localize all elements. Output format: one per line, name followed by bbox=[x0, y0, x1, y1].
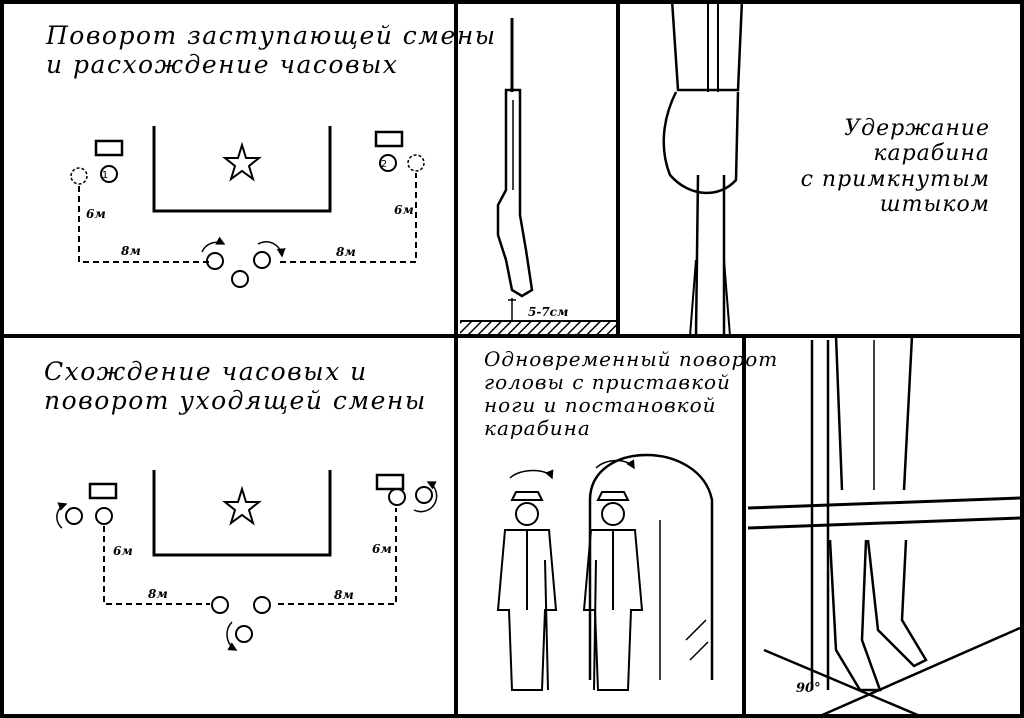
caption-line: Одновременный поворот bbox=[484, 347, 779, 371]
rifle-stock bbox=[694, 174, 700, 337]
caption-line: ноги и постановкой bbox=[484, 393, 717, 417]
sentry-1 bbox=[65, 507, 83, 525]
dist-side-left: 6м bbox=[113, 544, 133, 558]
caption-line: с примкнутым bbox=[800, 166, 990, 192]
post-number-1: 1 bbox=[102, 170, 108, 181]
dist-side-left: 6м bbox=[86, 207, 106, 221]
panel-3-hand bbox=[662, 0, 744, 337]
dist-bottom-right: 8м bbox=[336, 245, 356, 259]
star-icon bbox=[222, 141, 262, 182]
dist-side-right: 6м bbox=[394, 203, 414, 217]
relief-sentry-1 bbox=[95, 507, 113, 525]
panel-5-caption: Одновременный поворот головы с приставко… bbox=[484, 348, 778, 440]
panel-4-diagram: 6м 6м 8м 8м bbox=[56, 470, 438, 651]
panel-1-caption: Поворот заступающей смены и расхождение … bbox=[46, 21, 497, 80]
caption-line: головы с приставкой bbox=[484, 370, 731, 394]
relief-sentry-1 bbox=[206, 252, 224, 270]
relief-sentry-2 bbox=[253, 251, 271, 269]
sentry-2-old-position bbox=[407, 154, 425, 172]
dist-bottom-left: 8м bbox=[121, 244, 141, 258]
caption-line: карабина bbox=[484, 416, 591, 440]
sentry-booth-right bbox=[374, 130, 404, 148]
route-path bbox=[78, 173, 417, 263]
caption-line: Схождение часовых и bbox=[44, 357, 368, 386]
returning-sentry-1 bbox=[211, 596, 229, 614]
sentry-booth bbox=[588, 453, 714, 680]
panel-4-caption: Схождение часовых и поворот уходящей сме… bbox=[44, 357, 427, 416]
head-turn-arrow bbox=[509, 469, 554, 480]
boot-right bbox=[866, 539, 928, 668]
rifle-body bbox=[496, 88, 534, 298]
caption-line: карабина bbox=[873, 141, 990, 167]
post-number-2: 2 bbox=[381, 159, 387, 170]
dist-bottom-left: 8м bbox=[148, 587, 168, 601]
route-path bbox=[103, 508, 397, 605]
caption-line: и расхождение часовых bbox=[46, 49, 399, 79]
returning-sentry-2 bbox=[253, 596, 271, 614]
rifle bbox=[810, 340, 830, 690]
star-icon bbox=[222, 485, 262, 526]
ground-hatch bbox=[460, 321, 616, 334]
dist-bottom-right: 8м bbox=[334, 588, 354, 602]
sentry-booth-left bbox=[88, 482, 118, 500]
relief-commander bbox=[235, 625, 253, 643]
head-turn-arrow bbox=[595, 459, 635, 470]
panel-3-caption: Удержание карабина с примкнутым штыком bbox=[770, 116, 990, 217]
angle-line-2 bbox=[819, 626, 1021, 718]
guard-left bbox=[496, 491, 558, 691]
sentry-1 bbox=[100, 165, 118, 183]
panel-5-guards bbox=[496, 453, 714, 691]
boot-left bbox=[828, 539, 882, 692]
sentry-booth-left bbox=[94, 139, 124, 157]
guard-right bbox=[582, 491, 644, 691]
panel-2-rifle: 5-7см bbox=[460, 18, 616, 334]
sentry-1-old-position bbox=[70, 167, 88, 185]
sentry-booth-right bbox=[375, 473, 405, 491]
caption-line: поворот уходящей смены bbox=[44, 385, 427, 415]
sentry-2 bbox=[379, 154, 397, 172]
caption-line: штыком bbox=[879, 191, 990, 217]
angle-label: 90° bbox=[796, 681, 821, 696]
caption-line: Поворот заступающей смены bbox=[46, 21, 497, 50]
panel-6-feet: 90° bbox=[747, 335, 1021, 718]
sentry-2 bbox=[388, 488, 406, 506]
crossbar bbox=[747, 496, 1021, 530]
hand bbox=[662, 91, 740, 195]
panel-1-diagram: 1 2 6м 6м 8м 8м bbox=[70, 126, 425, 288]
dist-side-right: 6м bbox=[372, 542, 392, 556]
height-label: 5-7см bbox=[528, 305, 568, 319]
relief-commander bbox=[231, 270, 249, 288]
angle-line-1 bbox=[763, 648, 921, 718]
relief-sentry-2 bbox=[415, 486, 433, 504]
caption-line: Удержание bbox=[844, 116, 990, 141]
